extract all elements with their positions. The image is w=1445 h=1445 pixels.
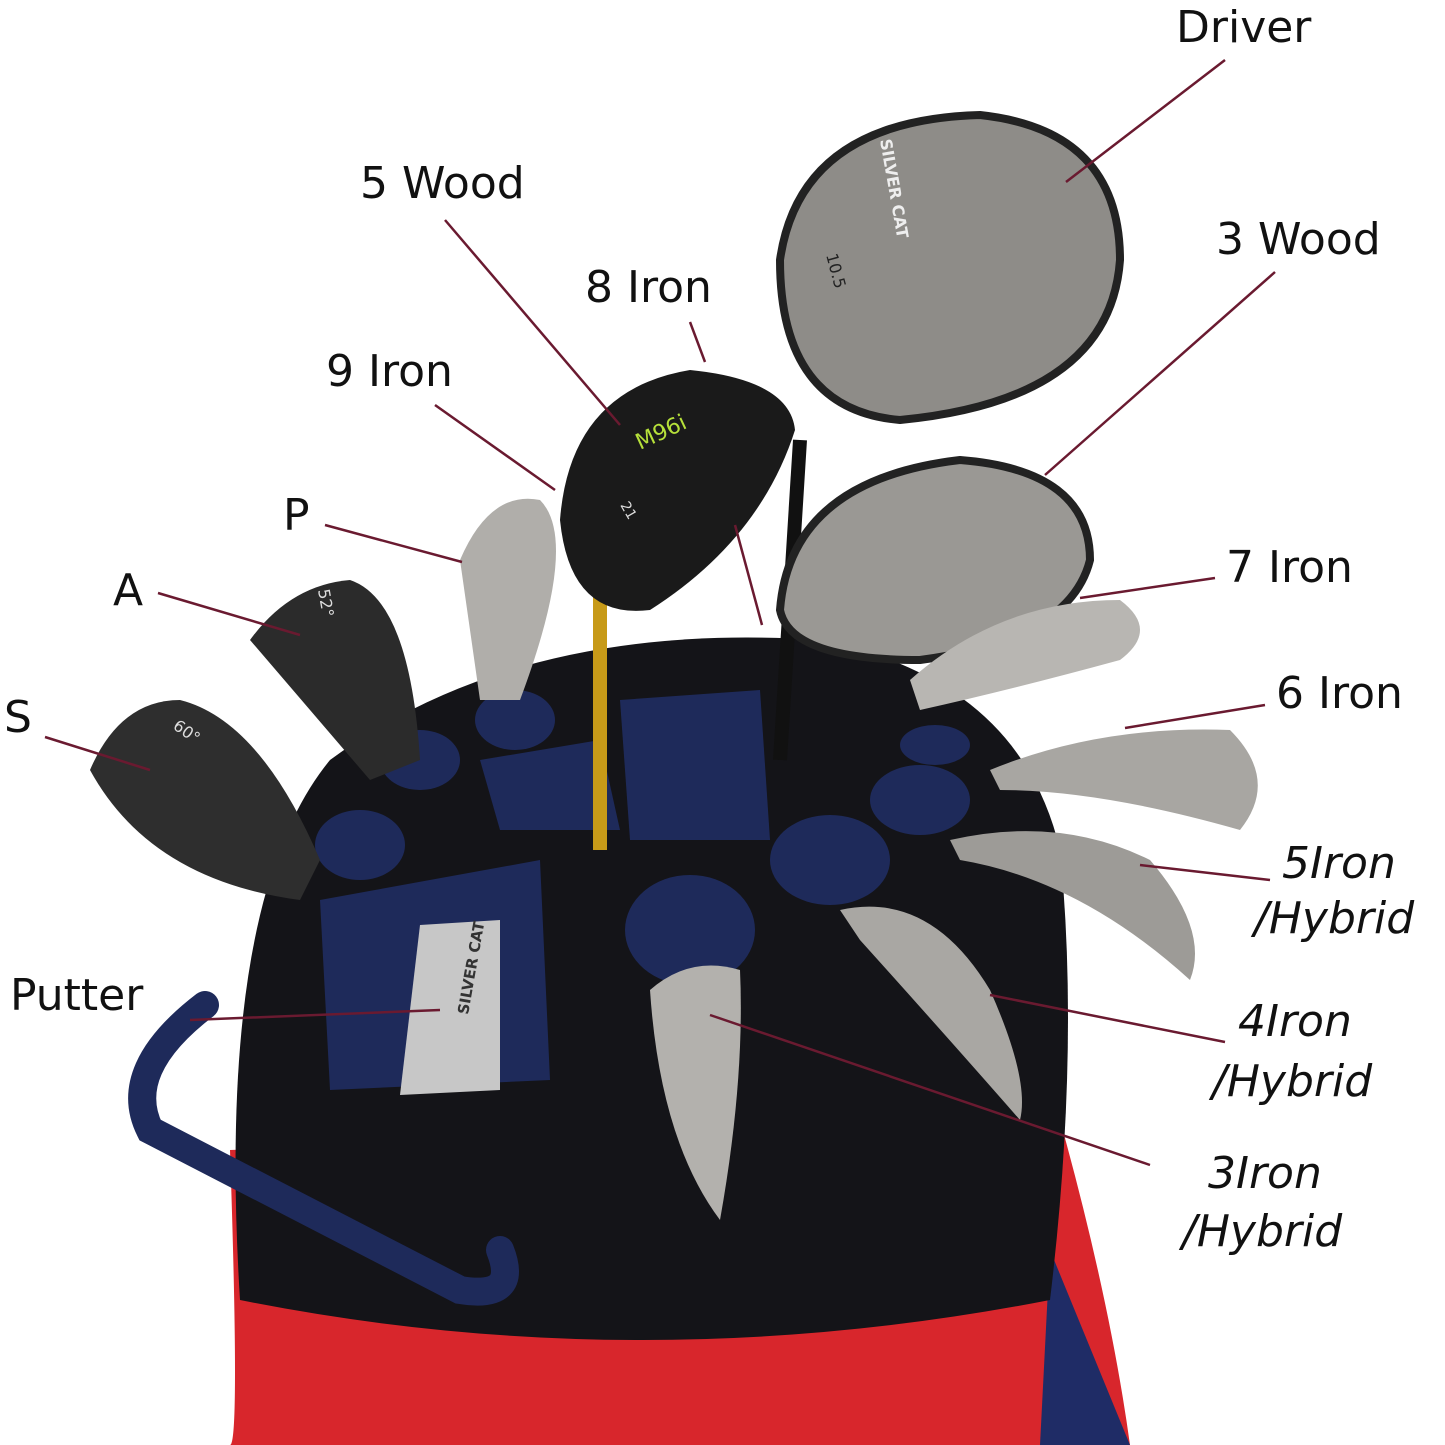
leader-8-iron-shaft xyxy=(733,524,764,626)
leader-3-iron xyxy=(709,1013,1151,1167)
label-7-iron: 7 Iron xyxy=(1226,542,1353,593)
iron4-hybrid-head xyxy=(840,906,1022,1120)
leader-6-iron xyxy=(1124,703,1266,730)
bag-panel-navy xyxy=(1040,1250,1130,1445)
label-5-iron-hybrid: /Hybrid xyxy=(1254,893,1415,944)
label-s: S xyxy=(4,692,32,743)
leader-5-wood xyxy=(444,219,621,426)
label-a: A xyxy=(113,565,144,616)
leader-driver xyxy=(1065,59,1226,183)
iron6-head xyxy=(990,729,1258,830)
iron5-hybrid-head xyxy=(950,831,1195,980)
club-slots xyxy=(315,690,970,1090)
label-3-iron: 3Iron xyxy=(1208,1148,1322,1199)
label-9-iron: 9 Iron xyxy=(326,346,453,397)
label-8-iron: 8 Iron xyxy=(585,262,712,313)
label-6-iron: 6 Iron xyxy=(1276,668,1403,719)
leader-p xyxy=(324,523,463,564)
leader-9-iron xyxy=(434,403,556,492)
wood3-head xyxy=(775,455,1095,665)
label-putter: Putter xyxy=(10,970,144,1021)
iron7-head xyxy=(910,600,1140,710)
label-5-wood: 5 Wood xyxy=(360,158,525,209)
label-4-iron: 4Iron xyxy=(1238,996,1352,1047)
leader-5-iron xyxy=(1139,863,1271,882)
label-p: P xyxy=(283,490,310,541)
leader-s xyxy=(44,735,151,772)
wood5-head xyxy=(560,370,795,611)
leader-lines xyxy=(44,59,1276,1167)
label-4-iron-hybrid: /Hybrid xyxy=(1212,1056,1373,1107)
label-3-wood: 3 Wood xyxy=(1216,214,1381,265)
iron3-hybrid-head xyxy=(650,965,741,1220)
leader-putter xyxy=(189,1008,441,1022)
leader-8-iron xyxy=(688,321,707,363)
gap-wedge-head xyxy=(250,580,420,780)
label-driver: Driver xyxy=(1176,2,1312,53)
leader-a xyxy=(157,591,301,637)
leader-4-iron xyxy=(989,993,1226,1044)
label-3-iron-hybrid: /Hybrid xyxy=(1182,1206,1343,1257)
leader-7-iron xyxy=(1079,576,1216,600)
leader-3-wood xyxy=(1044,271,1276,476)
wood5-loft-marking: 21 xyxy=(617,499,640,522)
bag-handle xyxy=(128,991,519,1306)
sand-wedge-head xyxy=(90,700,320,900)
pitching-wedge-head xyxy=(460,498,556,700)
label-5-iron: 5Iron xyxy=(1282,838,1396,889)
driver-head xyxy=(775,110,1125,425)
putter-head xyxy=(400,920,500,1095)
wedge-a-loft-marking: 52° xyxy=(314,587,338,618)
